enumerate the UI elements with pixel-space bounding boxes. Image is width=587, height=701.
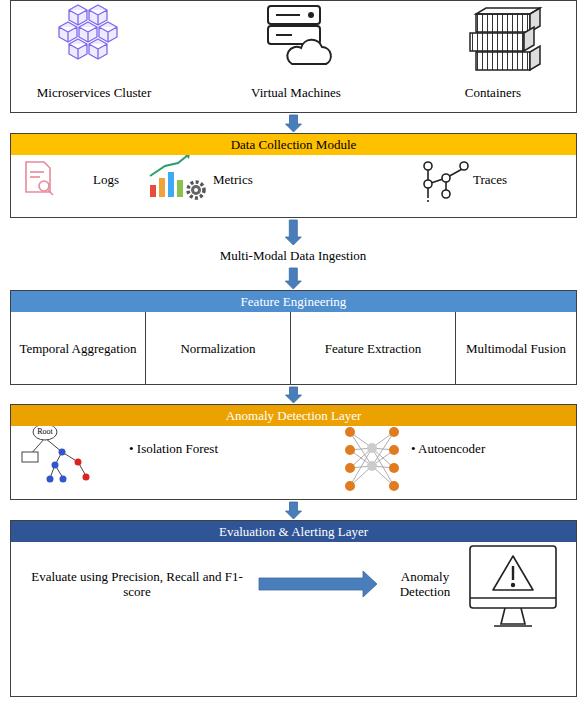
process-box: Anomaly Detection xyxy=(379,561,471,607)
icon-label: Root xyxy=(35,427,55,436)
node-text: Normalization xyxy=(174,341,261,356)
node-text: • Isolation Forest xyxy=(129,441,218,456)
layer-box: Evaluation & Alerting LayerEvaluate usin… xyxy=(10,520,577,697)
node-text: Evaluate using Precision, Recall and F1-… xyxy=(17,569,257,599)
node-text: Feature Extraction xyxy=(319,341,427,356)
layer-header: Data Collection Module xyxy=(11,134,576,155)
layer-box: Anomaly Detection Layer • Isolation Fores… xyxy=(10,404,577,500)
layer-box: Feature EngineeringTemporal Aggregation N… xyxy=(10,290,577,385)
layer-header: Evaluation & Alerting Layer xyxy=(11,521,576,542)
process-box: Evaluate using Precision, Recall and F1-… xyxy=(17,561,257,607)
traces-icon xyxy=(424,162,468,203)
layer-header: Feature Engineering xyxy=(11,291,576,312)
step-label: Multi-Modal Data Ingestion xyxy=(193,246,393,266)
nn-icon xyxy=(345,427,399,491)
feature-cell: Temporal Aggregation xyxy=(11,312,146,384)
feature-cell: Multimodal Fusion xyxy=(456,312,576,384)
flow-arrow xyxy=(286,115,302,132)
node-text: Virtual Machines xyxy=(216,85,376,100)
node-text: Logs xyxy=(93,172,119,187)
node-text: Anomaly Detection xyxy=(379,569,471,599)
flow-arrow xyxy=(285,220,301,245)
node-text: Metrics xyxy=(213,172,253,187)
node-text: Traces xyxy=(473,172,507,187)
containers-icon xyxy=(470,8,540,70)
node-text: Containers xyxy=(413,85,573,100)
flow-arrow xyxy=(259,571,377,597)
vm-icon xyxy=(268,6,331,64)
source-box: Microservices Cluster Virtual Machines Con… xyxy=(10,0,577,113)
node-text: Microservices Cluster xyxy=(14,85,174,100)
flow-arrow xyxy=(285,268,301,289)
cluster-icon xyxy=(59,5,117,59)
flow-arrow xyxy=(286,387,302,403)
node-text: Multi-Modal Data Ingestion xyxy=(193,248,393,263)
tree-icon xyxy=(22,424,90,483)
alert-monitor-icon xyxy=(470,546,556,626)
layer-header: Anomaly Detection Layer xyxy=(11,405,576,426)
flow-arrow xyxy=(286,502,302,519)
feature-cell: Normalization xyxy=(146,312,291,384)
node-text: Temporal Aggregation xyxy=(13,341,142,356)
logs-icon xyxy=(26,162,53,195)
metrics-icon xyxy=(150,153,204,198)
node-text: • Autoencoder xyxy=(411,441,485,456)
layer-box: Data Collection ModuleLogs Metrics Traces xyxy=(10,133,577,218)
node-text: Multimodal Fusion xyxy=(460,341,572,356)
feature-cell: Feature Extraction xyxy=(291,312,456,384)
